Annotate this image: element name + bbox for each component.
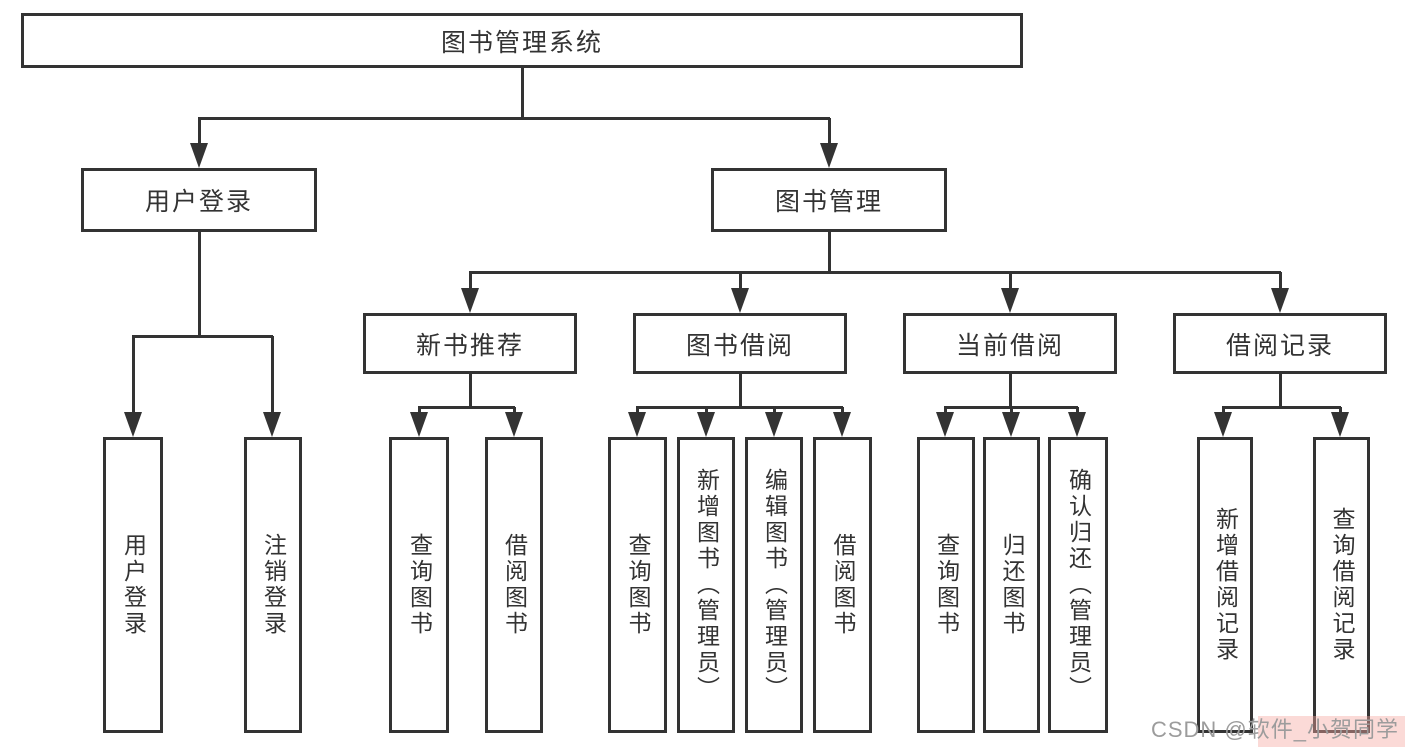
node-book-mgmt: 图书管理 bbox=[711, 168, 947, 232]
connector-vertical-line bbox=[271, 336, 274, 430]
node-root: 图书管理系统 bbox=[21, 13, 1023, 68]
watermark: CSDN @软件_小贺同学 bbox=[1150, 717, 1399, 742]
node-label: 用户登录 bbox=[144, 188, 253, 216]
arrowhead-down-icon bbox=[820, 143, 838, 168]
arrowhead-down-icon bbox=[1002, 412, 1020, 437]
node-label: 归还图书 bbox=[999, 533, 1025, 637]
connector-vertical-line bbox=[469, 374, 472, 409]
node-nb-query: 查询图书 bbox=[389, 437, 449, 733]
node-borrow-history: 借阅记录 bbox=[1173, 313, 1387, 374]
connector-horizontal-line bbox=[418, 406, 515, 409]
node-label: 当前借阅 bbox=[955, 331, 1064, 360]
node-label: 确认归还（管理员） bbox=[1065, 468, 1092, 702]
node-label: 图书管理 bbox=[774, 188, 883, 216]
node-br-add: 新增借阅记录 bbox=[1197, 437, 1253, 733]
node-bb-add: 新增图书（管理员） bbox=[677, 437, 735, 733]
arrowhead-down-icon bbox=[936, 412, 954, 437]
connector-vertical-line bbox=[739, 374, 742, 409]
node-current-borrow: 当前借阅 bbox=[903, 313, 1117, 374]
node-book-borrow: 图书借阅 bbox=[633, 313, 847, 374]
arrowhead-down-icon bbox=[505, 412, 523, 437]
arrowhead-down-icon bbox=[1068, 412, 1086, 437]
connector-vertical-line bbox=[828, 232, 831, 274]
arrowhead-down-icon bbox=[1214, 412, 1232, 437]
node-br-query: 查询借阅记录 bbox=[1313, 437, 1370, 733]
node-cb-query: 查询图书 bbox=[917, 437, 975, 733]
node-label: 新增借阅记录 bbox=[1212, 507, 1239, 663]
connector-horizontal-line bbox=[1222, 406, 1341, 409]
node-label: 查询图书 bbox=[933, 533, 960, 637]
connector-vertical-line bbox=[1279, 374, 1282, 409]
arrowhead-down-icon bbox=[731, 288, 749, 313]
node-cb-confirm: 确认归还（管理员） bbox=[1048, 437, 1108, 733]
connector-vertical-line bbox=[198, 118, 201, 162]
node-label: 新增图书（管理员） bbox=[693, 468, 720, 702]
connector-vertical-line bbox=[132, 336, 135, 430]
node-label: 查询图书 bbox=[406, 533, 433, 637]
node-logout: 注销登录 bbox=[244, 437, 302, 733]
node-new-book-rec: 新书推荐 bbox=[363, 313, 577, 374]
arrowhead-down-icon bbox=[628, 412, 646, 437]
connector-vertical-line bbox=[1009, 374, 1012, 409]
node-label: 新书推荐 bbox=[415, 331, 524, 360]
node-label: 借阅记录 bbox=[1225, 331, 1334, 360]
connector-horizontal-line bbox=[132, 335, 273, 338]
arrowhead-down-icon bbox=[461, 288, 479, 313]
node-nb-borrow: 借阅图书 bbox=[485, 437, 543, 733]
node-cb-return: 归还图书 bbox=[983, 437, 1040, 733]
node-bb-borrow: 借阅图书 bbox=[813, 437, 872, 733]
arrowhead-down-icon bbox=[765, 412, 783, 437]
arrowhead-down-icon bbox=[190, 143, 208, 168]
node-label: 编辑图书（管理员） bbox=[761, 468, 788, 702]
node-label: 查询图书 bbox=[625, 533, 651, 637]
node-bb-edit: 编辑图书（管理员） bbox=[745, 437, 803, 733]
watermark-highlight bbox=[1258, 716, 1405, 747]
connector-horizontal-line bbox=[944, 406, 1078, 409]
connector-vertical-line bbox=[198, 232, 201, 338]
connector-horizontal-line bbox=[469, 271, 1281, 274]
node-label: 查询借阅记录 bbox=[1329, 507, 1355, 663]
arrowhead-down-icon bbox=[1271, 288, 1289, 313]
arrowhead-down-icon bbox=[697, 412, 715, 437]
node-bb-query: 查询图书 bbox=[608, 437, 667, 733]
node-label: 借阅图书 bbox=[830, 533, 856, 637]
node-login: 用户登录 bbox=[103, 437, 163, 733]
node-label: 图书管理系统 bbox=[440, 28, 603, 57]
connector-horizontal-line bbox=[636, 406, 843, 409]
connector-horizontal-line bbox=[198, 117, 830, 120]
node-user-login: 用户登录 bbox=[81, 168, 317, 232]
arrowhead-down-icon bbox=[410, 412, 428, 437]
connector-vertical-line bbox=[521, 68, 524, 118]
node-label: 借阅图书 bbox=[501, 533, 528, 637]
node-label: 图书借阅 bbox=[685, 331, 794, 360]
arrowhead-down-icon bbox=[833, 412, 851, 437]
node-label: 注销登录 bbox=[260, 533, 287, 637]
arrowhead-down-icon bbox=[1331, 412, 1349, 437]
node-label: 用户登录 bbox=[120, 533, 147, 637]
arrowhead-down-icon bbox=[1001, 288, 1019, 313]
arrowhead-down-icon bbox=[124, 412, 142, 437]
connector-vertical-line bbox=[828, 118, 831, 162]
arrowhead-down-icon bbox=[263, 412, 281, 437]
